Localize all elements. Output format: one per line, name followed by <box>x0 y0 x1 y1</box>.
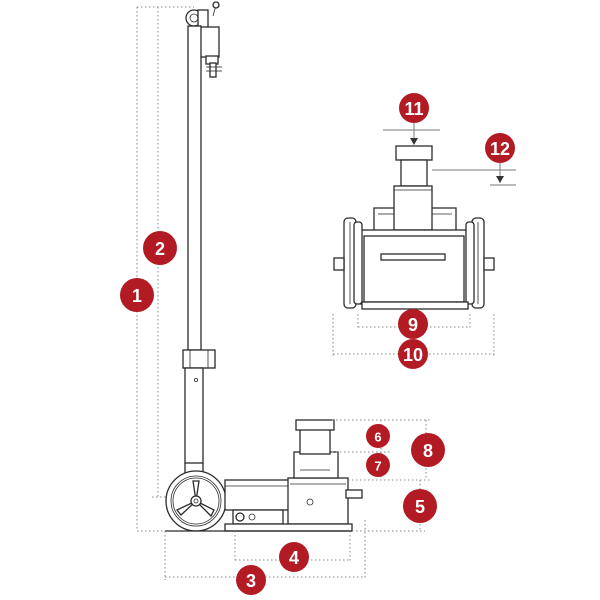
callout-7-label: 7 <box>374 459 381 474</box>
callout-5: 5 <box>403 489 437 523</box>
callout-7: 7 <box>366 453 390 477</box>
callout-9-label: 9 <box>408 315 418 335</box>
callout-6: 6 <box>366 424 390 448</box>
side-view-jack <box>165 1 363 532</box>
callout-12-label: 12 <box>490 139 510 159</box>
callout-11-label: 11 <box>404 99 423 119</box>
callout-10-label: 10 <box>403 345 423 365</box>
callout-8: 8 <box>411 433 445 467</box>
callout-1-label: 1 <box>132 286 142 306</box>
callout-2: 2 <box>143 231 177 265</box>
callout-9: 9 <box>398 309 428 339</box>
callout-10: 10 <box>398 339 428 369</box>
callout-8-label: 8 <box>423 441 433 461</box>
callout-4: 4 <box>279 542 309 572</box>
callout-3: 3 <box>236 565 266 595</box>
callout-12: 12 <box>485 133 515 163</box>
callout-1: 1 <box>120 278 154 312</box>
front-view-jack <box>333 145 495 310</box>
callout-3-label: 3 <box>246 571 256 591</box>
callout-11: 11 <box>399 93 429 123</box>
callout-2-label: 2 <box>155 239 165 259</box>
callout-6-label: 6 <box>374 430 381 445</box>
callout-4-label: 4 <box>289 548 299 568</box>
callout-5-label: 5 <box>415 497 425 517</box>
